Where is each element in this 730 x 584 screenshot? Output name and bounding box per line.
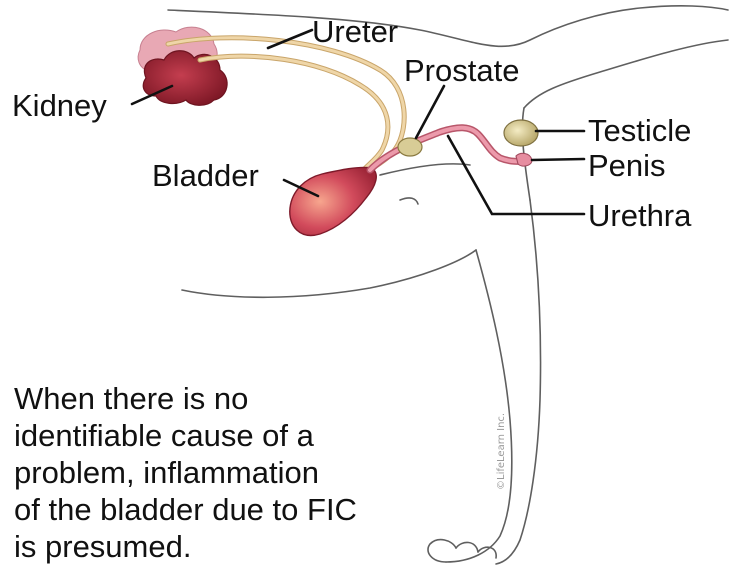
caption-line: When there is no (14, 381, 249, 416)
leader-bladder (282, 178, 320, 198)
caption: When there is no identifiable cause of a… (14, 380, 434, 565)
leader-prostate (414, 84, 446, 140)
label-ureter: Ureter (312, 14, 399, 49)
caption-line: problem, inflammation (14, 455, 319, 490)
label-urethra: Urethra (588, 198, 692, 233)
caption-line: identifiable cause of a (14, 418, 314, 453)
caption-line: of the bladder due to FIC (14, 492, 357, 527)
label-kidney: Kidney (12, 88, 107, 123)
label-penis: Penis (588, 148, 666, 183)
caption-line: is presumed. (14, 529, 192, 564)
leader-urethra (446, 134, 586, 216)
copyright-text: ©LifeLearn Inc. (496, 412, 507, 490)
penis (515, 152, 533, 167)
leader-lines (130, 28, 586, 216)
bladder (289, 166, 377, 237)
leader-penis (530, 157, 586, 162)
cat-body-outline (167, 5, 729, 565)
label-prostate: Prostate (404, 53, 520, 88)
leader-ureter (266, 28, 314, 50)
label-testicle: Testicle (588, 113, 692, 148)
prostate (397, 137, 423, 157)
leader-kidney (130, 84, 174, 106)
testicle (503, 119, 539, 147)
label-bladder: Bladder (152, 158, 259, 193)
